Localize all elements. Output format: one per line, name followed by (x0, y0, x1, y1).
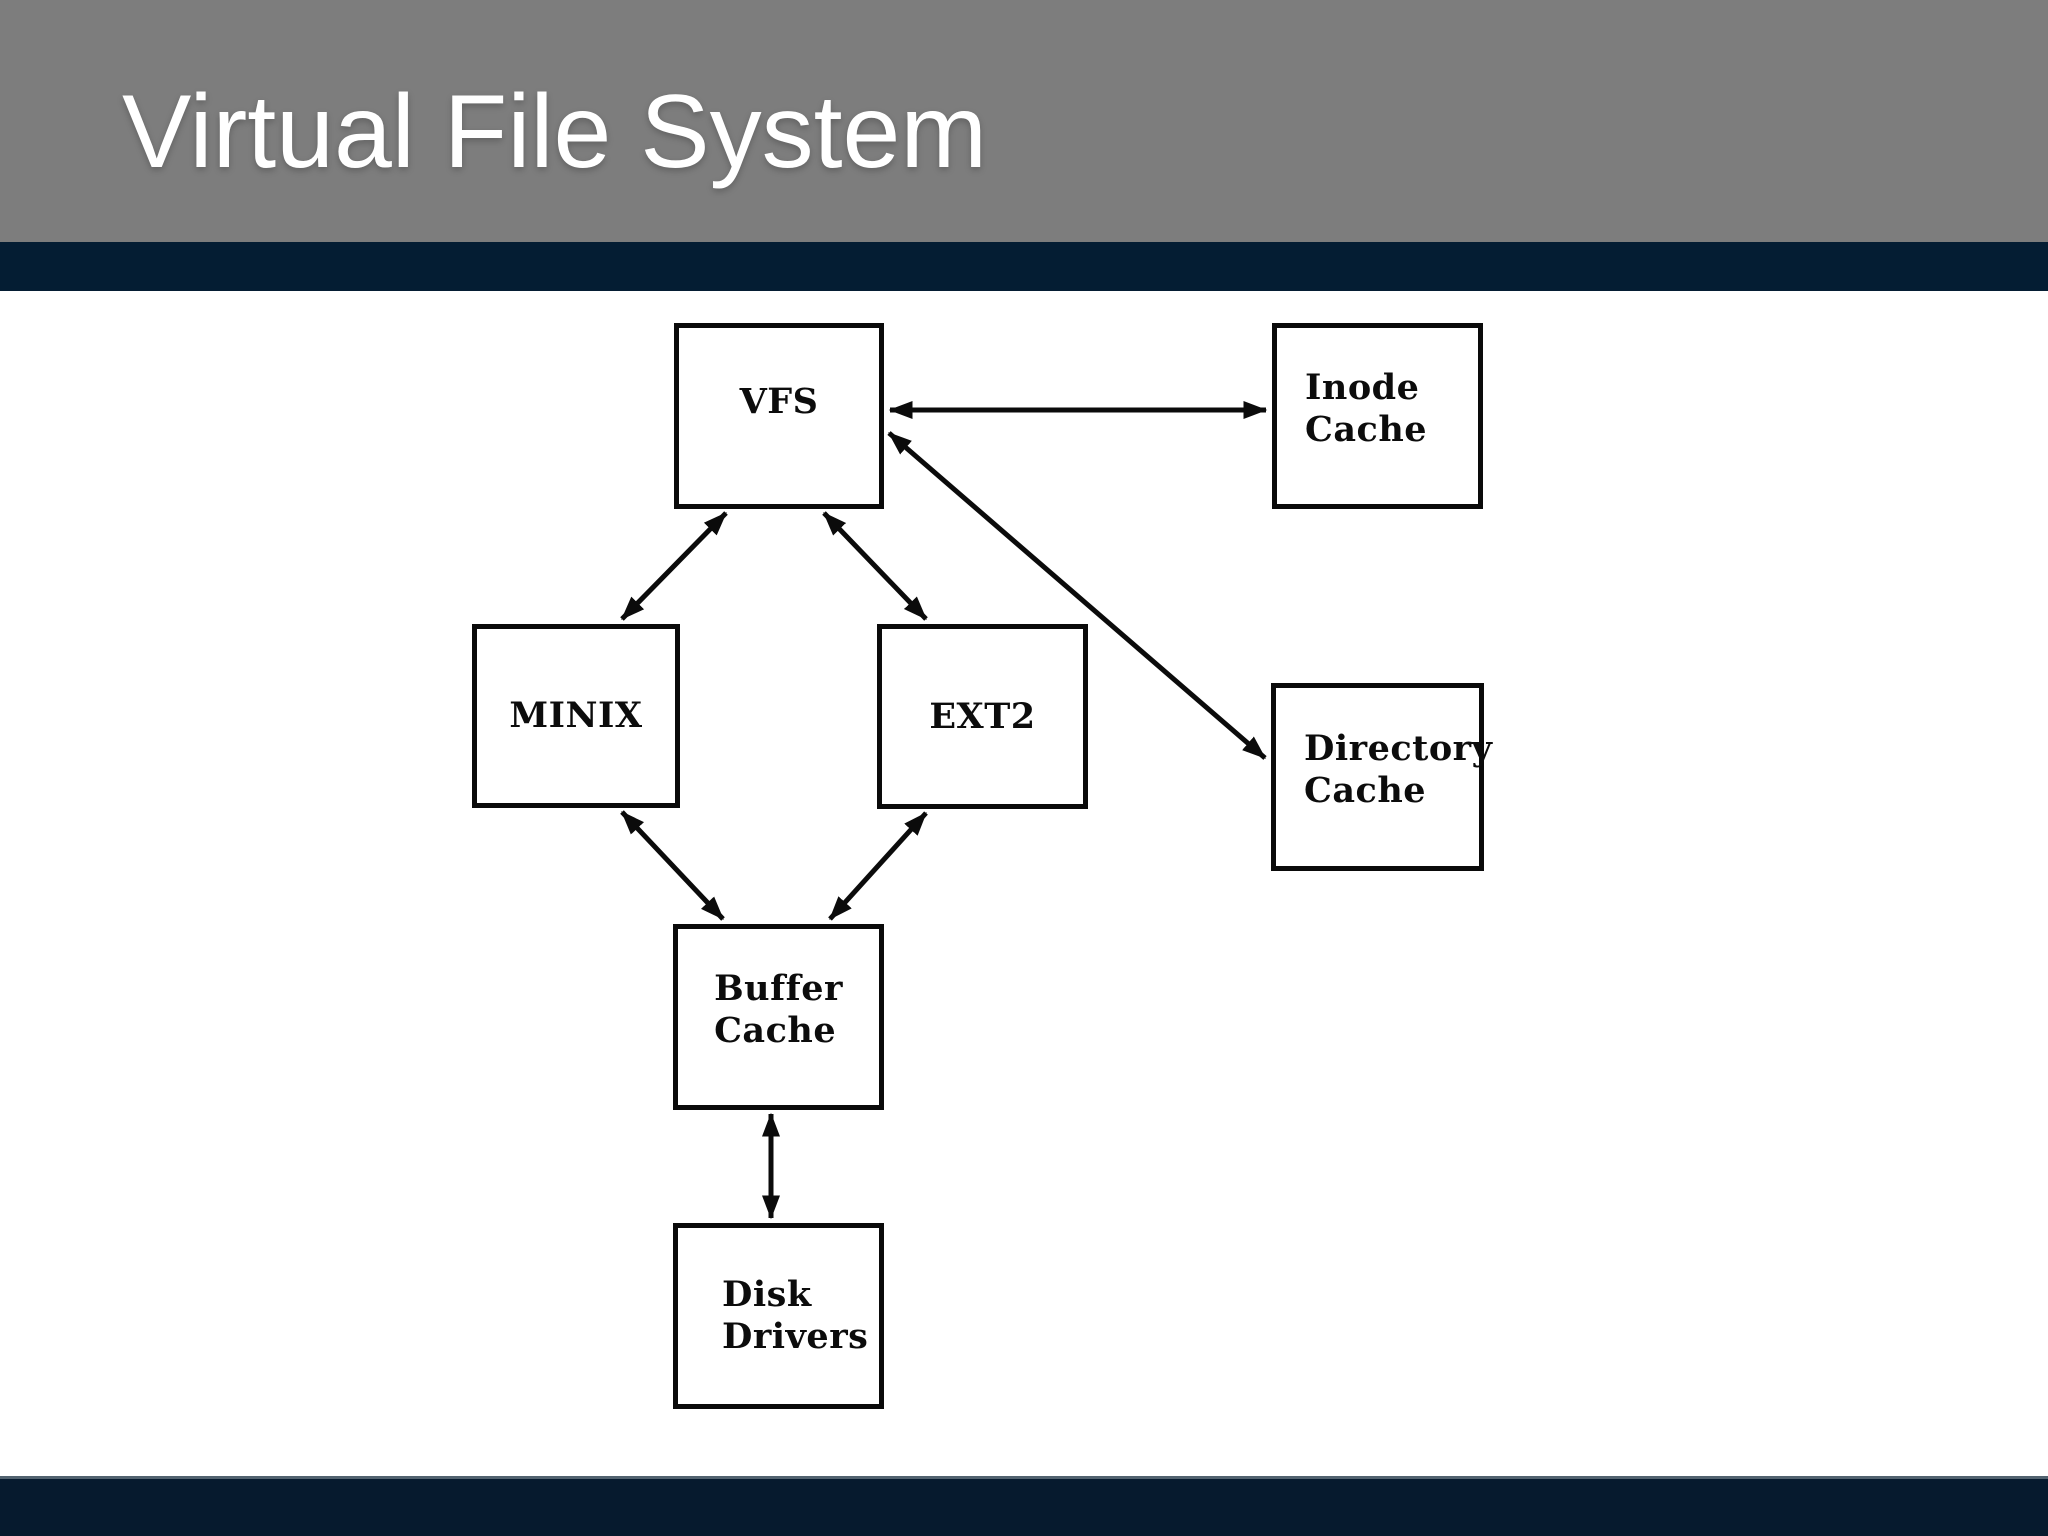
edge-vfs-minix-arrow (620, 511, 728, 621)
diagram-canvas: VFS Inode Cache MINIX EXT2 Directory Cac… (0, 291, 2048, 1476)
diagram-box-directory-cache-label: Directory Cache (1304, 728, 1493, 811)
diagram-box-ext2: EXT2 (877, 624, 1088, 809)
diagram-edges (620, 401, 1268, 1220)
diagram-box-inode-cache: Inode Cache (1272, 323, 1483, 509)
diagram-box-directory-cache: Directory Cache (1271, 683, 1492, 871)
edge-ext2-buffer-cache-arrow (828, 811, 928, 921)
diagram-box-vfs: VFS (674, 323, 884, 509)
diagram-box-vfs-label: VFS (739, 381, 819, 422)
footer-bar (0, 1476, 2048, 1536)
header-accent-bar (0, 242, 2048, 291)
edge-vfs-directory-cache-arrow (887, 431, 1267, 760)
diagram-box-buffer-cache: Buffer Cache (673, 924, 884, 1110)
diagram-box-minix-label: MINIX (509, 695, 643, 736)
edge-vfs-ext2-arrow (822, 511, 928, 621)
diagram-box-ext2-label: EXT2 (929, 695, 1036, 737)
diagram-box-inode-cache-label: Inode Cache (1305, 367, 1428, 450)
diagram-box-disk-drivers-label: Disk Drivers (722, 1274, 869, 1357)
page-title: Virtual File System (122, 74, 988, 190)
title-bar: Virtual File System (0, 0, 2048, 242)
diagram-box-minix: MINIX (472, 624, 680, 808)
edge-minix-buffer-cache-arrow (620, 810, 725, 921)
diagram-box-buffer-cache-label: Buffer Cache (714, 968, 843, 1051)
diagram-box-disk-drivers: Disk Drivers (673, 1223, 884, 1409)
